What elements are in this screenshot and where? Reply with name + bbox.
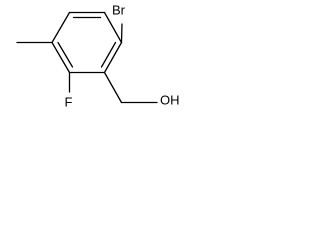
molecule-structure: Br F OH <box>16 2 180 109</box>
fluorine-label: F <box>65 94 73 109</box>
bromine-label: Br <box>112 2 126 17</box>
ring-bond-lower-left <box>51 41 71 74</box>
ring-bond-upper-right <box>103 11 123 44</box>
benzene-ring <box>51 11 123 74</box>
hydroxyl-label: OH <box>160 92 180 107</box>
ring-bond-lower-right-inner <box>100 41 117 68</box>
bond-to-bromine <box>120 23 123 44</box>
ring-bond-upper-left <box>51 11 71 44</box>
bond-to-ch2 <box>103 71 123 104</box>
ring-bond-lower-left-inner <box>57 41 74 68</box>
ring-bond-lower-right <box>103 41 123 74</box>
